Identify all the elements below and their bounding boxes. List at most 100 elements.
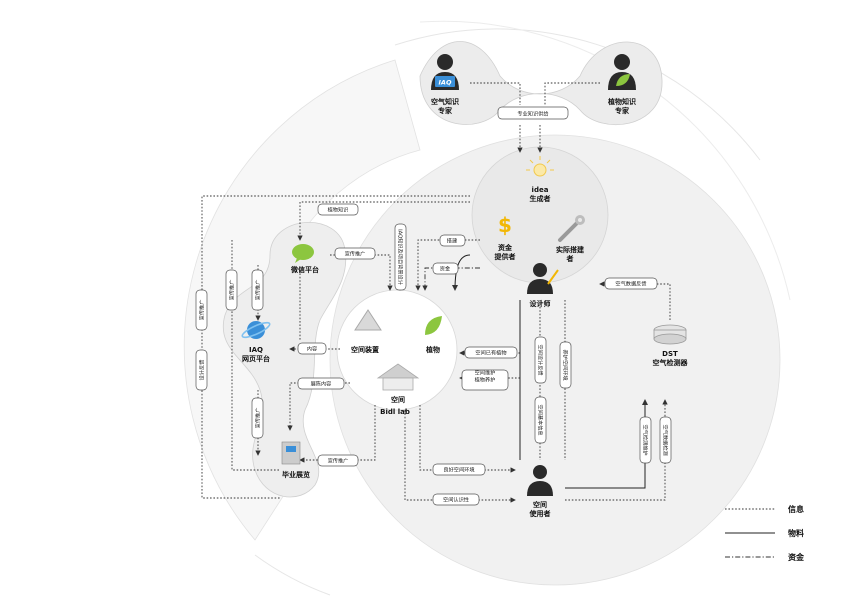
label-iaq-expert: 空气知识专家 — [431, 97, 459, 115]
tag-build: 搭建 — [439, 234, 466, 247]
space-user-node — [527, 465, 553, 496]
svg-text:养护空间环境: 养护空间环境 — [562, 349, 570, 380]
tag-content: 内容 — [297, 342, 327, 355]
tag-good-env: 良好空间环境 — [432, 463, 486, 476]
label-space-device: 空间装置 — [351, 345, 379, 354]
tag-exhibit-content: 展陈内容 — [297, 377, 345, 390]
svg-text:植物知识: 植物知识 — [328, 206, 349, 214]
tag-env-air: 养护空间环境 — [559, 341, 572, 389]
legend: 信息 物料 资金 — [725, 504, 805, 562]
expert-link-left — [470, 82, 521, 105]
house-icon — [376, 363, 420, 391]
tag-maintenance: 空间维护植物养护 — [461, 369, 509, 391]
svg-text:宣传推广: 宣传推广 — [254, 280, 262, 301]
svg-text:空间认识性: 空间认识性 — [443, 496, 469, 504]
legend-item-info: 信息 — [725, 504, 804, 514]
designer-person-icon — [527, 263, 559, 294]
designer-node — [527, 263, 559, 294]
tag-promo1: 宣传推广 — [334, 247, 376, 260]
iaq-web-node — [241, 321, 271, 339]
flow-tags: 专业知识供给 植物知识 宣传推广 搭建 资金 内容 展陈内容 宣传推广 空间已有… — [195, 106, 672, 506]
svg-text:设计反馈: 设计反馈 — [198, 360, 206, 381]
svg-text:IAQ知识及项目背景设计: IAQ知识及项目背景设计 — [397, 229, 405, 285]
planet-icon — [241, 321, 271, 339]
svg-text:宣传推广: 宣传推广 — [228, 280, 236, 301]
air-sensor-icon — [653, 324, 687, 345]
label-builder: 实际搭建者 — [556, 245, 585, 263]
svg-text:空气检测维护: 空气检测维护 — [642, 424, 650, 455]
label-plant-expert: 植物知识专家 — [607, 97, 636, 115]
svg-text:空间已有植物: 空间已有植物 — [475, 349, 506, 357]
svg-text:展陈内容: 展陈内容 — [311, 380, 332, 388]
tag-space-design-feedback: 空间设计反馈 — [534, 336, 547, 384]
tag-iaq-knowledge: IAQ知识及项目背景设计 — [394, 223, 407, 291]
legend-item-fund: 资金 — [725, 552, 805, 562]
tag-air-detect-maintain: 空气检测维护 — [639, 416, 652, 464]
fund-line — [422, 267, 480, 291]
svg-text:空气数据检测: 空气数据检测 — [662, 424, 670, 455]
tag-existing-plants: 空间已有植物 — [464, 346, 518, 359]
label-designer: 设计师 — [530, 299, 551, 308]
lightbulb-icon — [526, 156, 554, 177]
svg-text:空间基本信息: 空间基本信息 — [537, 404, 545, 435]
svg-text:内容: 内容 — [307, 345, 317, 353]
svg-text:资金: 资金 — [788, 552, 805, 562]
svg-text:IAQ: IAQ — [439, 79, 452, 87]
svg-text:宣传推广: 宣传推广 — [328, 457, 349, 465]
exhibition-booth-icon — [281, 441, 301, 465]
promo-bottom-line — [299, 405, 376, 463]
tag-promo-v2: 宣传推广 — [225, 269, 238, 311]
label-wechat: 微信平台 — [290, 265, 319, 274]
tag-expert-supply: 专业知识供给 — [497, 106, 569, 120]
svg-text:信息: 信息 — [788, 504, 804, 514]
svg-text:专业知识供给: 专业知识供给 — [517, 110, 548, 118]
svg-text:物料: 物料 — [788, 528, 804, 538]
plant-expert-node — [608, 54, 636, 90]
label-fund-provider: 资金提供者 — [494, 243, 516, 261]
background — [183, 20, 791, 596]
svg-text:搭建: 搭建 — [447, 237, 457, 245]
plant-leaf-icon — [425, 316, 442, 335]
wrench-icon — [558, 215, 585, 242]
dollar-icon: $ — [498, 213, 512, 237]
space-node — [354, 309, 442, 391]
leaf-icon — [616, 74, 630, 86]
tag-promo-v1: 宣传推广 — [195, 289, 208, 331]
label-space: 空间 — [391, 395, 405, 404]
tag-air-feedback: 空气数据反馈 — [604, 277, 658, 290]
iaq-expert-node: IAQ — [431, 54, 459, 90]
tag-air-data-detect: 空气数据检测 — [659, 416, 672, 464]
wechat-node — [292, 244, 314, 263]
expert-link-right — [544, 82, 600, 105]
tag-fund: 资金 — [432, 262, 459, 275]
svg-text:空气数据反馈: 空气数据反馈 — [615, 280, 646, 288]
tag-promo-v4: 宣传推广 — [251, 397, 264, 439]
outer-left-loop — [201, 195, 470, 499]
tag-design-feedback-v: 设计反馈 — [195, 349, 208, 391]
tag-promo-bottom: 宣传推广 — [317, 454, 359, 467]
tag-space-basic: 空间基本信息 — [534, 396, 547, 444]
person-icon — [527, 465, 553, 496]
label-bidl-lab: Bidl lab — [380, 408, 410, 416]
legend-item-material: 物料 — [725, 528, 804, 538]
svg-text:宣传推广: 宣传推广 — [345, 250, 366, 258]
dst-node — [653, 324, 687, 345]
label-exhibition: 毕业展览 — [282, 470, 310, 479]
idea-node: $ — [498, 156, 585, 242]
build-arrow — [452, 254, 471, 291]
svg-text:空间设计反馈: 空间设计反馈 — [537, 344, 545, 375]
tag-promo-v3: 宣传推广 — [251, 269, 264, 311]
design-feedback-loop — [231, 240, 280, 471]
iaq-badge-icon: IAQ — [435, 76, 455, 87]
svg-text:良好空间环境: 良好空间环境 — [443, 466, 474, 474]
label-space-user: 空间使用者 — [529, 500, 551, 518]
wechat-icon — [292, 244, 314, 263]
label-plants: 植物 — [425, 345, 440, 354]
plant-knowledge-line — [297, 201, 470, 241]
good-env-line — [419, 405, 516, 473]
